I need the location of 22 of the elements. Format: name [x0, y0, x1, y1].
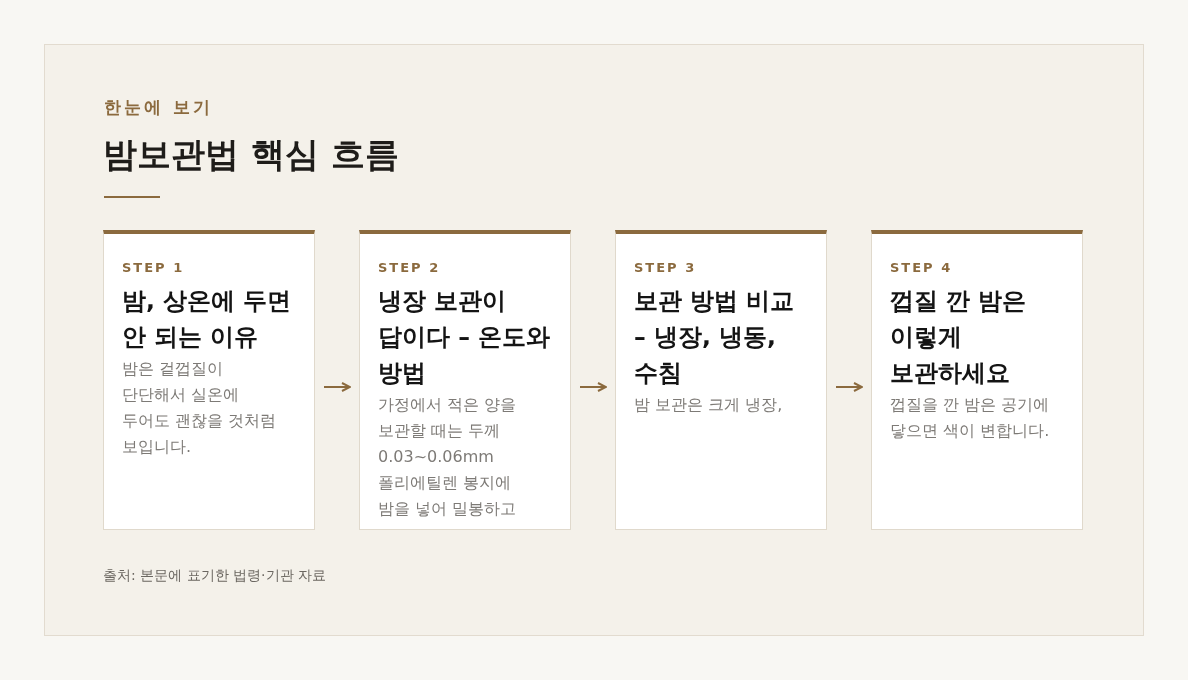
step-card [103, 230, 315, 530]
step-heading: 껍질 깐 밤은 이렇게 보관하세요 [890, 286, 1028, 389]
step-heading: 밤, 상온에 두면 안 되는 이유 [122, 286, 293, 353]
step-card [871, 230, 1083, 530]
arrow [835, 382, 863, 392]
step-description: 껍질을 깐 밤은 공기에 닿으면 색이 변합니다. [890, 394, 1051, 442]
step-label: STEP 3 [634, 259, 697, 277]
step-card [615, 230, 827, 530]
step-label: STEP 4 [890, 259, 953, 277]
title: 밤보관법 핵심 흐름 [103, 133, 399, 176]
step-description: 밤은 겉껍질이 단단해서 실온에 두어도 괜찮을 것처럼 보입니다. [122, 358, 278, 458]
step-heading: 보관 방법 비교 – 냉장, 냉동, 수침 [634, 286, 796, 389]
source-caption: 출처: 본문에 표기한 법령·기관 자료 [103, 566, 326, 585]
arrow [323, 382, 351, 392]
step-label: STEP 2 [378, 259, 441, 277]
step-description: 밤 보관은 크게 냉장, [634, 394, 784, 416]
arrow [579, 382, 607, 392]
section-kicker: 한눈에 보기 [104, 96, 213, 119]
step-card [359, 230, 571, 530]
step-label: STEP 1 [122, 259, 185, 277]
step-description: 가정에서 적은 양을 보관할 때는 두께 0.03~0.06mm 폴리에틸렌 봉지에 밤을 넣어 밀봉하고 [378, 394, 518, 520]
step-heading: 냉장 보관이 답이다 – 온도와 방법 [378, 286, 552, 389]
